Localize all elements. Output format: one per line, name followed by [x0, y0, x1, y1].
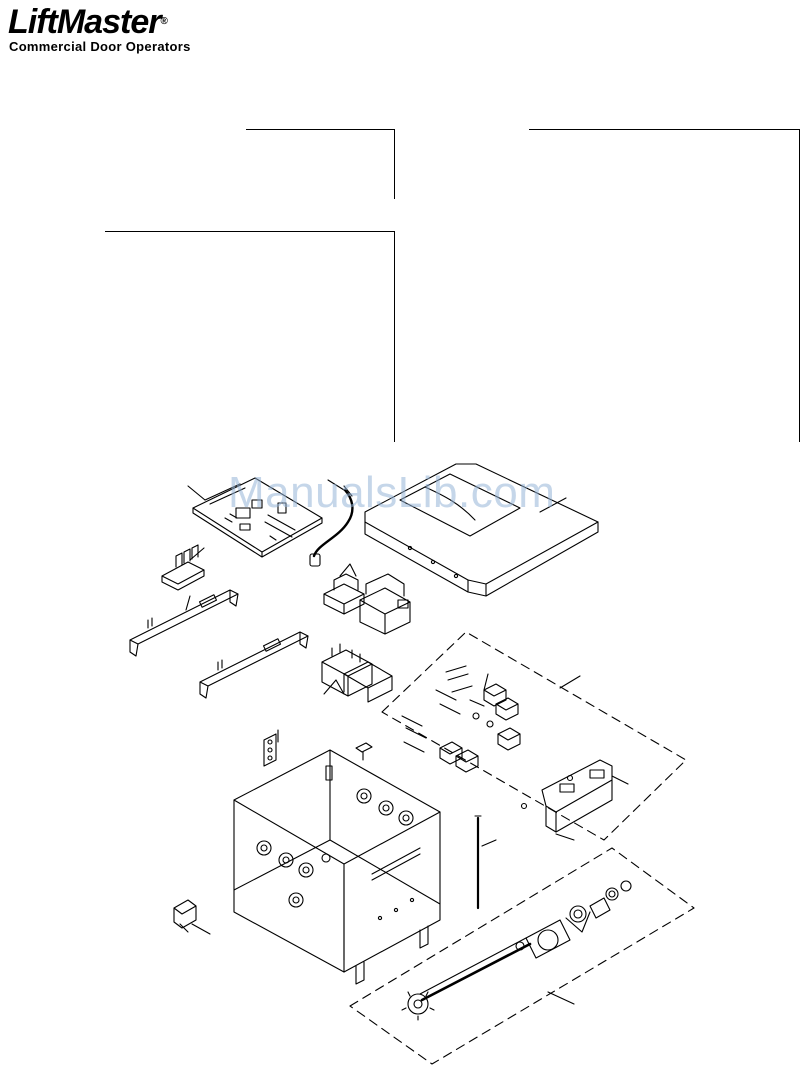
callout-leader-limit-switches — [483, 673, 489, 691]
frame-a-right-rule — [394, 129, 395, 199]
limit-bracket-upper — [129, 589, 239, 657]
callout-leader-relay-upper — [339, 563, 357, 577]
relay-group-upper — [323, 573, 411, 635]
cover — [364, 463, 599, 597]
registered-mark: ® — [160, 16, 167, 27]
output-shaft-outline — [349, 847, 695, 1065]
callout-leader-rod — [481, 839, 497, 847]
brand-name: LiftMaster — [8, 3, 161, 41]
watermark: ManualsLib.com — [228, 468, 556, 517]
callout-leader-kit — [559, 675, 581, 689]
disconnect-switch — [173, 899, 197, 933]
callout-leader-output-shaft — [547, 991, 575, 1005]
callout-leader-disconnect — [191, 923, 211, 935]
callout-leader-bracket-upper — [185, 595, 191, 611]
chassis — [233, 749, 441, 985]
wiring-harness — [309, 485, 354, 567]
callout-leader-board — [187, 485, 206, 501]
limit-switch-kit-outline — [381, 631, 687, 841]
brand-logo: LiftMaster® Commercial Door Operators — [8, 4, 191, 54]
limit-nut-bracket — [520, 759, 629, 841]
brand-tagline: Commercial Door Operators — [9, 39, 191, 54]
callout-leader-terminal-strip — [189, 547, 205, 561]
limit-bracket-lower — [199, 631, 309, 699]
callout-leader-harness — [327, 479, 345, 491]
small-terminal-block — [263, 729, 279, 767]
limit-switch-kit-parts — [401, 665, 521, 773]
frame-c-right-rule — [799, 129, 800, 442]
mounting-screw — [355, 742, 373, 761]
frame-b-top-rule — [105, 231, 395, 232]
callout-leader-cover — [539, 497, 567, 513]
frame-b-right-rule — [394, 231, 395, 442]
circuit-board — [192, 477, 323, 558]
terminal-strip — [161, 544, 205, 591]
contactor-group — [321, 643, 393, 703]
limit-shaft-rod — [474, 815, 482, 910]
frame-a-top-rule — [246, 129, 395, 130]
callout-leader-contactors — [323, 679, 345, 695]
callout-leader-sprockets — [565, 911, 591, 933]
output-shaft-assembly — [401, 880, 632, 1021]
frame-c-top-rule — [529, 129, 799, 130]
